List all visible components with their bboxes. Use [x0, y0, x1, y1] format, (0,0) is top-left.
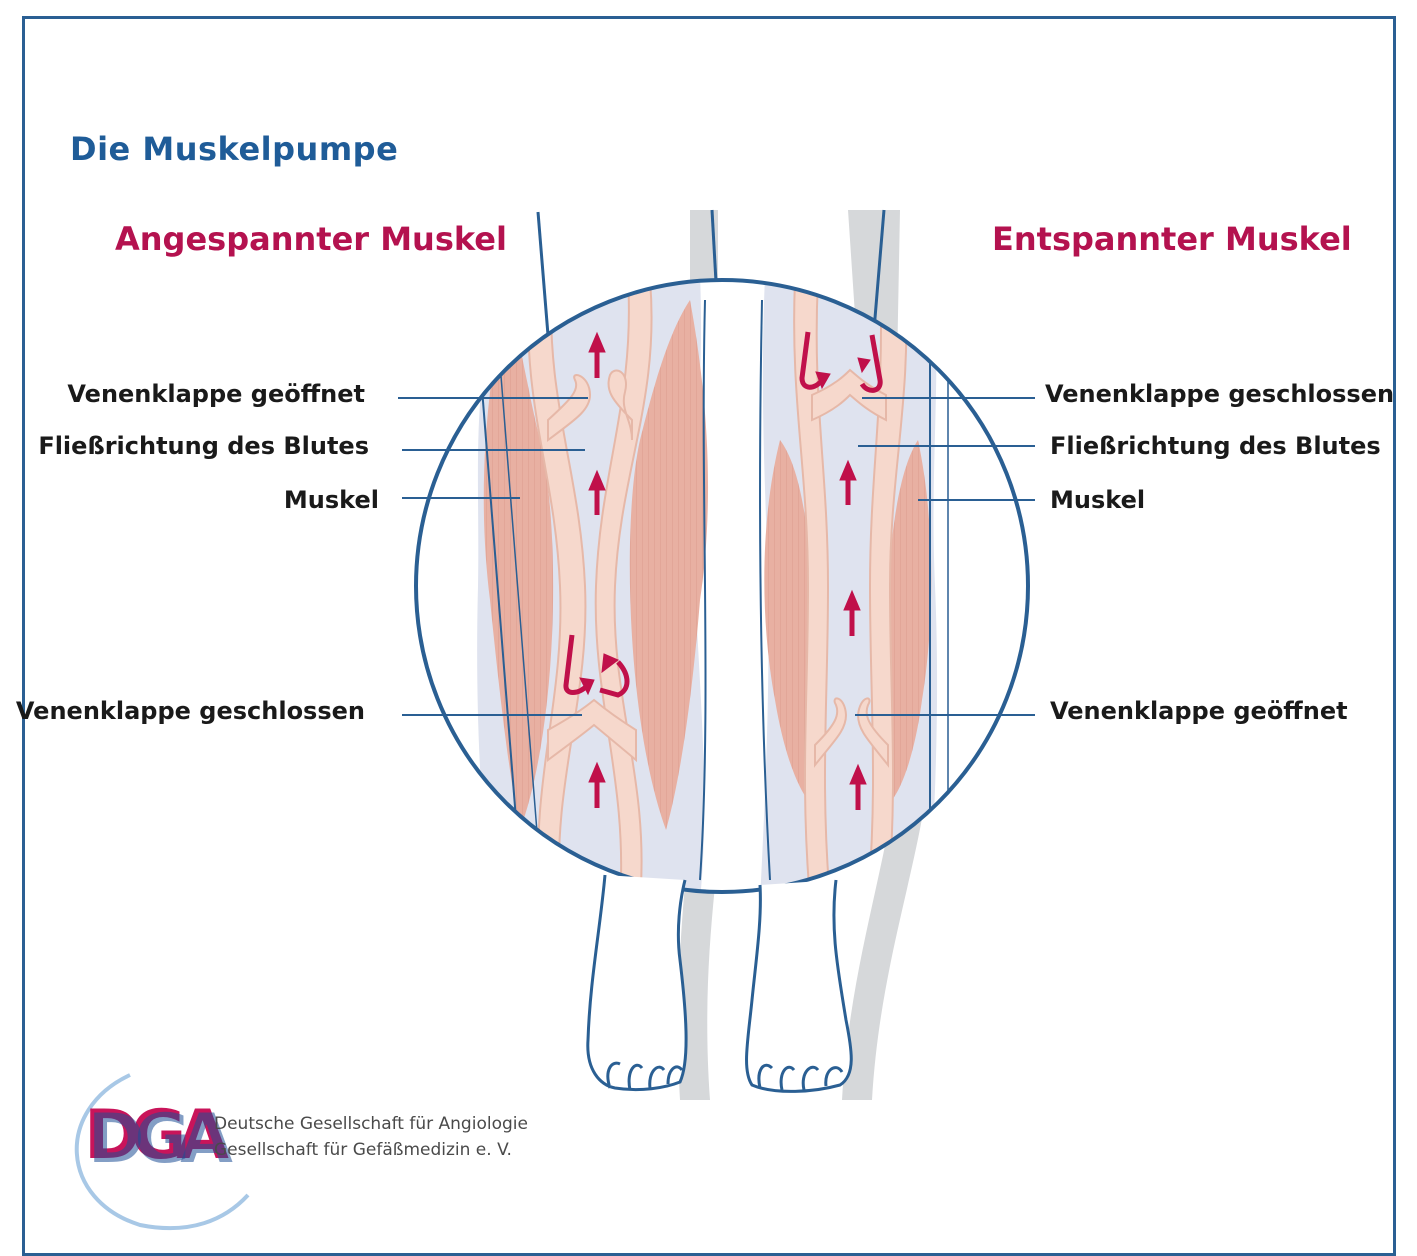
- label-right-flow: Fließrichtung des Blutes: [1050, 432, 1381, 460]
- dga-logo: DGA DGA: [84, 1096, 233, 1179]
- label-right-muscle: Muskel: [1050, 486, 1145, 514]
- feet: [588, 875, 851, 1091]
- logo-line-1: Deutsche Gesellschaft für Angiologie: [214, 1114, 528, 1134]
- label-left-valve-closed: Venenklappe geschlossen: [16, 697, 365, 725]
- svg-text:DGA: DGA: [88, 1100, 233, 1179]
- label-left-valve-open: Venenklappe geöffnet: [67, 380, 365, 408]
- logo-line-2: Gesellschaft für Gefäßmedizin e. V.: [214, 1140, 512, 1160]
- label-right-valve-open: Venenklappe geöffnet: [1050, 697, 1348, 725]
- label-left-flow: Fließrichtung des Blutes: [38, 432, 369, 460]
- label-right-valve-closed: Venenklappe geschlossen: [1045, 380, 1394, 408]
- label-left-muscle: Muskel: [284, 486, 379, 514]
